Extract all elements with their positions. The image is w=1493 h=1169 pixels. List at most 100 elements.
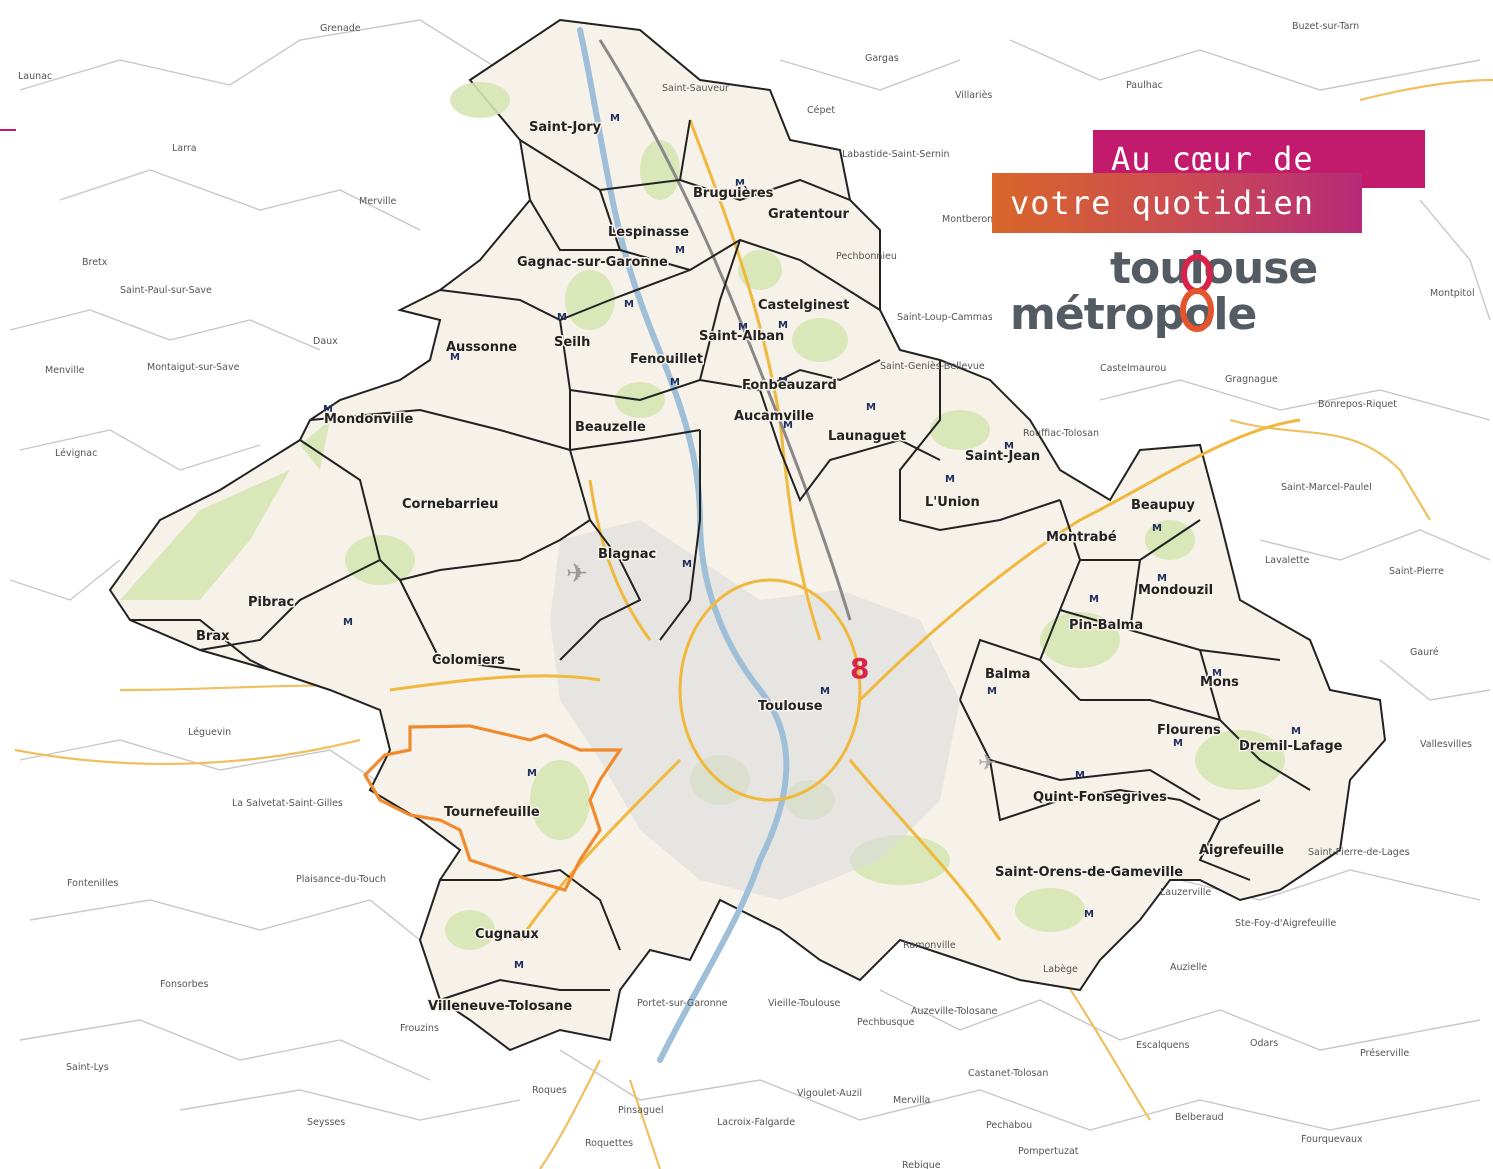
- svg-text:M: M: [1291, 726, 1301, 737]
- commune-labels: Saint-Jory Bruguières Gratentour Lespina…: [195, 119, 1345, 1016]
- town-label: Rebigue: [902, 1160, 941, 1169]
- commune-label: Bruguières: [693, 186, 774, 201]
- svg-text:M: M: [557, 312, 567, 323]
- commune-label: Blagnac: [598, 547, 656, 562]
- commune-label: Aucamville: [734, 409, 814, 424]
- highways: [389, 119, 1301, 941]
- town-label: Vallesvilles: [1420, 739, 1472, 750]
- town-label: Portet-sur-Garonne: [637, 998, 728, 1009]
- commune-boundaries: [130, 119, 1311, 1001]
- town-label: Lauzerville: [1160, 887, 1211, 898]
- svg-text:M: M: [527, 768, 537, 779]
- commune-label: Aussonne: [446, 340, 517, 355]
- commune-label: Beaupuy: [1131, 498, 1195, 513]
- commune-label: Cornebarrieu: [402, 497, 498, 512]
- commune-label: Saint-Orens-de-Gameville: [995, 865, 1183, 880]
- commune-label: Flourens: [1157, 723, 1221, 738]
- town-label: Pompertuzat: [1018, 1146, 1079, 1157]
- town-label: Villariès: [955, 90, 992, 101]
- logo-line-toulouse: toulouse: [1110, 243, 1318, 294]
- town-label: Saint-Lys: [66, 1062, 109, 1073]
- svg-text:M: M: [1084, 909, 1094, 920]
- svg-text:M: M: [1212, 668, 1222, 679]
- town-label: Pechbonnieu: [836, 251, 897, 262]
- airport-icon-2: ✈: [978, 751, 996, 776]
- svg-text:M: M: [1004, 441, 1014, 452]
- svg-text:M: M: [738, 322, 748, 333]
- commune-label: Aigrefeuille: [1199, 843, 1284, 858]
- town-label: Ste-Foy-d'Aigrefeuille: [1235, 918, 1336, 929]
- svg-text:M: M: [778, 320, 788, 331]
- town-label: La Salvetat-Saint-Gilles: [232, 798, 343, 809]
- town-label: Saint-Paul-sur-Save: [120, 285, 212, 296]
- commune-label: Villeneuve-Tolosane: [428, 999, 572, 1014]
- town-label: Labastide-Saint-Sernin: [842, 149, 950, 160]
- town-label: Merville: [359, 196, 396, 207]
- town-label: Pechabou: [986, 1120, 1032, 1131]
- town-label: Vieille-Toulouse: [768, 998, 841, 1009]
- commune-label: Saint-Alban: [699, 329, 784, 344]
- svg-text:M: M: [1157, 573, 1167, 584]
- logo-eight-icon: [1180, 254, 1214, 332]
- town-label: Léguevin: [188, 727, 231, 738]
- svg-text:M: M: [1173, 738, 1183, 749]
- town-label: Belberaud: [1175, 1112, 1224, 1123]
- town-label: Menville: [45, 365, 85, 376]
- town-label: Gargas: [865, 53, 899, 64]
- commune-label: Launaguet: [828, 429, 906, 444]
- town-label: Labège: [1043, 964, 1078, 975]
- town-label: Castanet-Tolosan: [968, 1068, 1048, 1079]
- town-label: Pinsaguel: [618, 1105, 664, 1116]
- outer-town-labels: Grenade Launac Gargas Buzet-sur-Tarn Sai…: [18, 21, 1475, 1169]
- town-label: Saint-Sauveur: [662, 83, 729, 94]
- commune-label: Pin-Balma: [1069, 618, 1143, 633]
- tournefeuille-highlight: [362, 724, 623, 892]
- commune-label: Mondonville: [324, 412, 413, 427]
- town-label: Odars: [1250, 1038, 1278, 1049]
- commune-label: Colomiers: [432, 653, 505, 668]
- logo-panel: toulouse métropole: [992, 233, 1426, 357]
- town-label: Fourquevaux: [1301, 1134, 1363, 1145]
- commune-label: Mondouzil: [1138, 583, 1213, 598]
- town-label: Saint-Marcel-Paulel: [1281, 482, 1372, 493]
- commune-label: Gratentour: [768, 207, 850, 222]
- town-label: Vigoulet-Auzil: [797, 1088, 862, 1099]
- town-label: Daux: [313, 336, 338, 347]
- svg-text:M: M: [783, 420, 793, 431]
- town-label: Roquettes: [585, 1138, 633, 1149]
- svg-text:M: M: [682, 559, 692, 570]
- town-label: Gauré: [1410, 647, 1439, 658]
- metropole-area: [108, 18, 1387, 1052]
- town-label: Roques: [532, 1085, 567, 1096]
- town-label: Auzielle: [1170, 962, 1207, 973]
- svg-text:M: M: [343, 617, 353, 628]
- commune-label: Montrabé: [1046, 530, 1117, 545]
- svg-text:M: M: [866, 402, 876, 413]
- town-label: Lavalette: [1265, 555, 1309, 566]
- rivers: [577, 27, 790, 1063]
- commune-label: Cugnaux: [475, 927, 539, 942]
- town-label: Préserville: [1360, 1048, 1409, 1059]
- commune-label: Saint-Jory: [529, 120, 602, 135]
- commune-label: Mons: [1200, 675, 1239, 690]
- town-label: Paulhac: [1126, 80, 1163, 91]
- svg-text:M: M: [624, 299, 634, 310]
- svg-text:M: M: [1152, 523, 1162, 534]
- town-label: Saint-Loup-Cammas: [897, 312, 993, 323]
- svg-text:M: M: [493, 656, 503, 667]
- town-label: Cépet: [807, 105, 835, 116]
- town-label: Auzeville-Tolosane: [911, 1006, 998, 1017]
- svg-text:M: M: [1089, 594, 1099, 605]
- town-label: Lacroix-Falgarde: [717, 1117, 795, 1128]
- town-label: Buzet-sur-Tarn: [1292, 21, 1359, 32]
- commune-label: Gagnac-sur-Garonne: [517, 255, 668, 270]
- town-label: Rouffiac-Tolosan: [1023, 428, 1099, 439]
- town-label: Frouzins: [400, 1023, 439, 1034]
- town-label: Pechbusque: [857, 1017, 915, 1028]
- railway: [598, 39, 852, 621]
- svg-text:M: M: [945, 474, 955, 485]
- town-label: Saint-Pierre-de-Lages: [1308, 847, 1410, 858]
- town-label: Bonrepos-Riquet: [1318, 399, 1397, 410]
- commune-label: Dremil-Lafage: [1239, 739, 1343, 754]
